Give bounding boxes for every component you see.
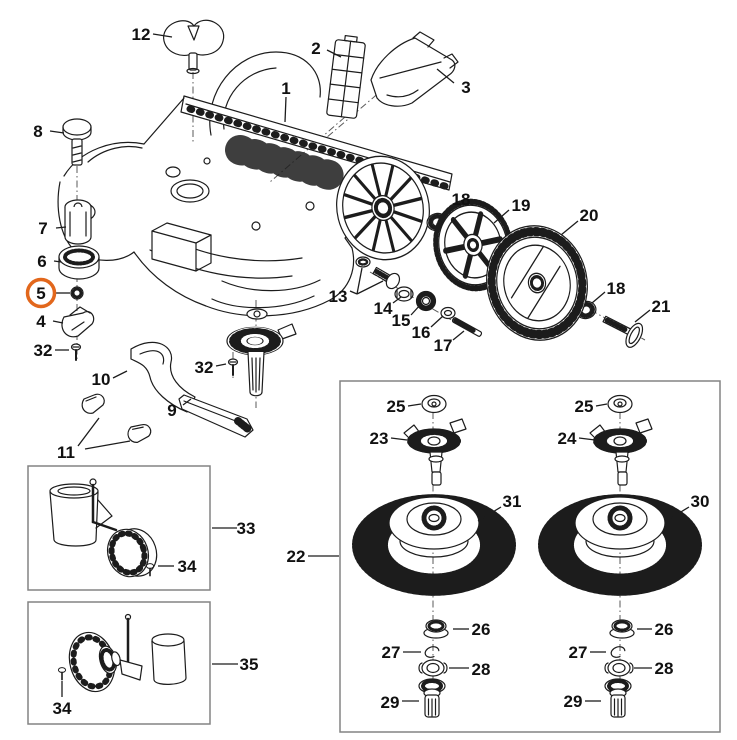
callout-5-highlighted[interactable]: 5 xyxy=(36,284,45,303)
part-33-kit xyxy=(49,478,158,578)
callout-33[interactable]: 33 xyxy=(237,519,256,538)
callout-34-a[interactable]: 34 xyxy=(178,557,197,576)
part-29-spline-hub-right xyxy=(604,678,632,718)
inset-box-kit-lower xyxy=(27,601,211,725)
callout-4[interactable]: 4 xyxy=(36,312,46,331)
callout-22[interactable]: 22 xyxy=(287,547,306,566)
part-4-clip xyxy=(61,306,95,338)
callout-3[interactable]: 3 xyxy=(461,78,470,97)
highlight-ring xyxy=(25,277,57,309)
callout-25-left[interactable]: 25 xyxy=(387,397,406,416)
callout-6[interactable]: 6 xyxy=(37,252,46,271)
callout-28-left[interactable]: 28 xyxy=(472,660,491,679)
callout-13[interactable]: 13 xyxy=(329,287,348,306)
leader-lines xyxy=(49,33,690,702)
part-28-slotted-nut-left xyxy=(418,659,448,677)
part-7-sleeve xyxy=(64,199,92,245)
part-25-cap-nut-left xyxy=(421,394,447,414)
part-35-kit xyxy=(57,613,187,693)
part-16-nut xyxy=(440,306,456,320)
callout-11[interactable]: 11 xyxy=(57,443,75,462)
part-deck-spoked-wheel xyxy=(336,155,430,261)
part-6-drum xyxy=(58,245,100,280)
callout-29-right[interactable]: 29 xyxy=(564,692,583,711)
part-21-bolt xyxy=(602,315,644,348)
part-12-knob xyxy=(163,19,225,75)
inset-box-kit-upper xyxy=(27,465,211,591)
part-31-brush-disc xyxy=(352,494,516,596)
part-32-screw-a xyxy=(70,343,82,361)
callout-26-right[interactable]: 26 xyxy=(655,620,674,639)
callout-18-b[interactable]: 18 xyxy=(607,279,626,298)
callout-35[interactable]: 35 xyxy=(240,655,259,674)
part-13-fasteners xyxy=(355,256,401,290)
part-27-ring-right xyxy=(610,646,626,658)
callout-29-left[interactable]: 29 xyxy=(381,693,400,712)
part-27-ring-left xyxy=(424,646,440,658)
callout-16[interactable]: 16 xyxy=(412,323,431,342)
callout-32-a[interactable]: 32 xyxy=(34,341,53,360)
part-26-nut-right xyxy=(609,619,635,639)
part-26-nut-left xyxy=(423,619,449,639)
part-24-impeller xyxy=(589,418,653,486)
callout-9[interactable]: 9 xyxy=(167,401,176,420)
callout-2[interactable]: 2 xyxy=(311,39,320,58)
callout-labels: 12 2 1 3 8 18 19 20 7 6 5 13 4 14 15 16 … xyxy=(33,25,709,718)
callout-19[interactable]: 19 xyxy=(512,196,531,215)
part-9-bar xyxy=(178,394,254,438)
part-blade-carrier xyxy=(226,308,297,397)
callout-15[interactable]: 15 xyxy=(392,311,411,330)
callout-32-b[interactable]: 32 xyxy=(195,358,214,377)
part-11-clips xyxy=(81,393,152,443)
inset-box-blade-assemblies xyxy=(339,380,721,733)
callout-27-left[interactable]: 27 xyxy=(382,643,401,662)
part-8-knob-bolt xyxy=(62,118,92,166)
callout-34-b[interactable]: 34 xyxy=(53,699,72,718)
part-3-deflector xyxy=(370,31,459,107)
part-28-slotted-nut-right xyxy=(604,659,634,677)
callout-27-right[interactable]: 27 xyxy=(569,643,588,662)
callout-18-a[interactable]: 18 xyxy=(452,190,471,209)
callout-7[interactable]: 7 xyxy=(38,219,47,238)
callout-10[interactable]: 10 xyxy=(92,370,111,389)
part-29-spline-hub-left xyxy=(418,678,446,718)
callout-25-right[interactable]: 25 xyxy=(575,397,594,416)
part-5-nut xyxy=(70,286,84,300)
callout-14[interactable]: 14 xyxy=(374,299,393,318)
callout-31[interactable]: 31 xyxy=(503,492,522,511)
callout-24[interactable]: 24 xyxy=(558,429,577,448)
part-2-grid-strip xyxy=(326,34,366,119)
part-30-brush-disc xyxy=(538,494,702,596)
part-17-pin xyxy=(451,317,483,337)
part-23-impeller xyxy=(403,418,467,486)
callout-17[interactable]: 17 xyxy=(434,336,453,355)
callout-26-left[interactable]: 26 xyxy=(472,620,491,639)
part-25-cap-nut-right xyxy=(607,394,633,414)
part-15-spacer xyxy=(415,290,437,312)
callout-30[interactable]: 30 xyxy=(691,492,710,511)
callout-28-right[interactable]: 28 xyxy=(655,659,674,678)
callout-23[interactable]: 23 xyxy=(370,429,389,448)
callout-20[interactable]: 20 xyxy=(580,206,599,225)
callout-8[interactable]: 8 xyxy=(33,122,42,141)
callout-21[interactable]: 21 xyxy=(652,297,671,316)
callout-1[interactable]: 1 xyxy=(281,79,290,98)
part-14-nut xyxy=(394,286,414,302)
callout-12[interactable]: 12 xyxy=(132,25,151,44)
part-20-wheel xyxy=(486,225,588,341)
part-32-screw-b xyxy=(227,358,239,376)
